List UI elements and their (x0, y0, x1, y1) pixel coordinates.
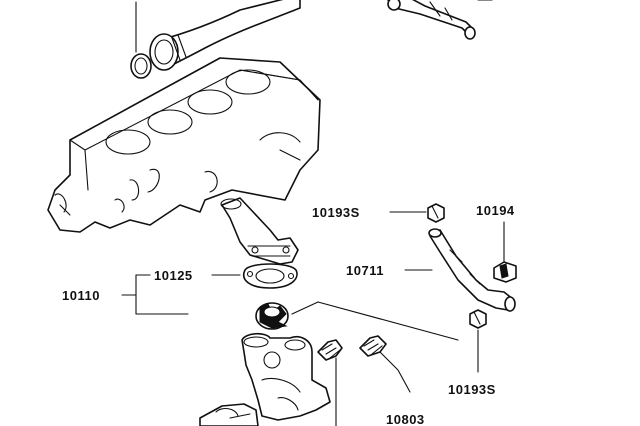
temperature-sensor-1 (317, 339, 343, 426)
label-10711: 10711 (346, 263, 384, 278)
label-10193s-upper: 10193S (312, 205, 360, 220)
cylinder-bore-4 (225, 69, 271, 95)
cylinder-bore-3 (187, 89, 233, 115)
label-10110: 10110 (62, 288, 100, 303)
leader-line (317, 301, 459, 341)
label-10803: 10803 (386, 412, 425, 426)
upper-hose (130, 0, 301, 79)
water-outlet-fitting (220, 197, 299, 265)
label-10193s-lower: 10193S (448, 382, 496, 397)
leader-line (379, 351, 411, 393)
hose-clamp-lower (469, 309, 487, 373)
engine-block (47, 57, 321, 233)
leader-line (291, 301, 319, 315)
pipe-bracket (493, 221, 517, 283)
thermostat-housing (199, 332, 331, 426)
hose-clamp-upper (389, 203, 445, 223)
hose-clamp-ring (130, 53, 152, 79)
cylinder-bore-2 (147, 109, 193, 135)
bypass-pipe (404, 228, 516, 312)
cylinder-bore-1 (105, 129, 151, 155)
thermostat (255, 301, 459, 341)
label-10194: 10194 (476, 203, 515, 218)
label-10103: 10103 (108, 0, 147, 3)
upper-pipe (387, 0, 493, 40)
label-10125: 10125 (154, 268, 193, 283)
assembly-bracket (121, 274, 189, 315)
temperature-sensor-2 (359, 335, 411, 393)
label-10712: 10712 (484, 0, 523, 3)
gasket (211, 263, 298, 289)
